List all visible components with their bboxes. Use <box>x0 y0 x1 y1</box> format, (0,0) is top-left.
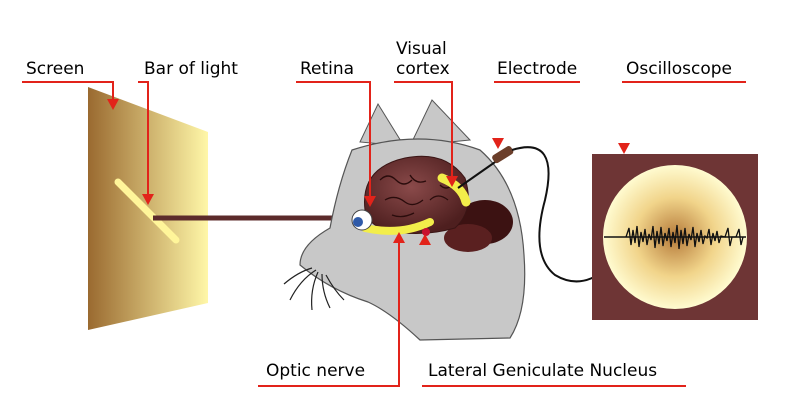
optic-pathway <box>361 218 434 235</box>
label-visual-cortex-line2: cortex <box>396 59 450 79</box>
label-electrode: Electrode <box>497 59 577 79</box>
electrode-wire <box>457 159 499 189</box>
label-bar-of-light: Bar of light <box>144 59 238 79</box>
label-retina: Retina <box>300 59 354 79</box>
cat-head <box>283 99 526 341</box>
label-visual-cortex-line1: Visual <box>396 39 447 59</box>
label-oscilloscope: Oscilloscope <box>626 59 732 79</box>
visual-cortex-leader <box>394 81 453 178</box>
oscilloscope-trace <box>625 224 744 250</box>
electrode-body <box>492 146 514 164</box>
light-bar <box>114 178 180 244</box>
electrode-cable <box>511 146 606 283</box>
retina-leader <box>296 81 371 198</box>
leader-arrowheads <box>107 99 630 245</box>
label-screen: Screen <box>26 59 84 79</box>
label-lgn: Lateral Geniculate Nucleus <box>428 361 657 381</box>
label-optic-nerve: Optic nerve <box>266 361 365 381</box>
leader-lines <box>22 81 746 387</box>
lgn-spot <box>422 228 430 236</box>
screen-leader <box>22 81 114 100</box>
pupil <box>353 217 363 227</box>
optic-nerve-leader <box>258 240 400 387</box>
bar-of-light-leader <box>138 81 149 196</box>
